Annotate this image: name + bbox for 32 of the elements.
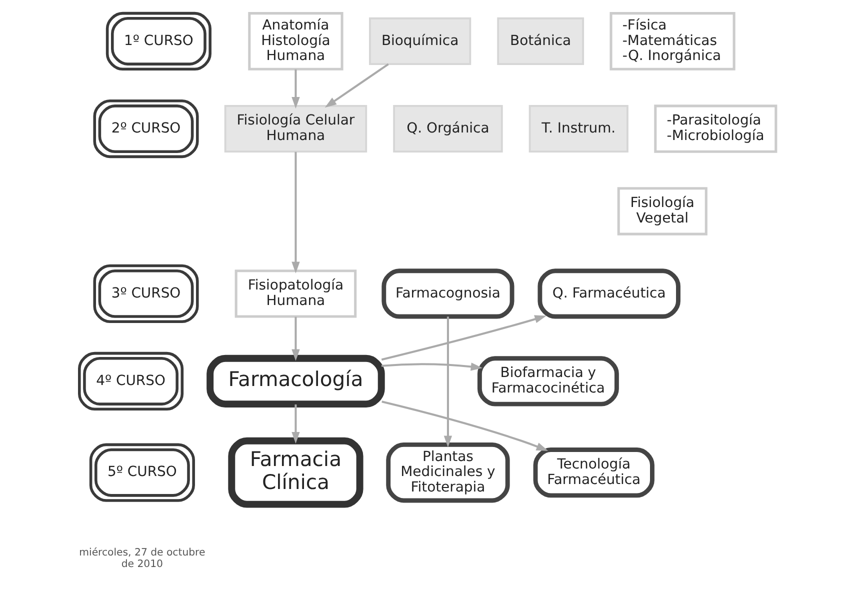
node-box: -Parasitología -Microbiología (654, 104, 778, 153)
node-box: Q. Orgánica (393, 104, 503, 153)
node-box: Fisiología Celular Humana (224, 104, 368, 153)
label: miércoles, 27 de octubre de 2010 (79, 548, 206, 570)
node-box: Q. Farmacéutica (538, 268, 680, 319)
node-box: Farmacología (206, 354, 385, 408)
arrow (292, 316, 300, 361)
node-box: Bioquímica (368, 17, 472, 65)
node-box: T. Instrum. (528, 104, 628, 153)
node-box: 1º CURSO (106, 12, 212, 71)
arrow (381, 315, 546, 361)
node-box: Plantas Medicinales y Fitoterapia (386, 442, 510, 503)
node-box: Farmacia Clínica (228, 437, 364, 508)
node-box: -Física -Matemáticas -Q. Inorgánica (610, 12, 736, 70)
node-box: 3º CURSO (93, 264, 199, 323)
arrow (381, 362, 483, 371)
node-box: Botánica (497, 17, 584, 65)
arrow (292, 152, 300, 274)
arrow (382, 400, 548, 451)
node-box: Anatomía Histología Humana (248, 12, 344, 70)
node-box: Farmacognosia (382, 268, 514, 319)
arrow (292, 69, 300, 109)
arrow (324, 63, 389, 108)
node-box: Fisiología Vegetal (617, 187, 708, 236)
node-box: Tecnología Farmacéutica (533, 448, 654, 498)
node-box: 5º CURSO (89, 443, 195, 502)
node-box: Biofarmacia y Farmacocinética (477, 356, 619, 406)
node-box: 2º CURSO (93, 99, 199, 158)
arrow (292, 404, 300, 444)
arrow (444, 316, 452, 448)
node-box: 4º CURSO (78, 352, 184, 411)
node-box: Fisiopatología Humana (234, 270, 357, 318)
